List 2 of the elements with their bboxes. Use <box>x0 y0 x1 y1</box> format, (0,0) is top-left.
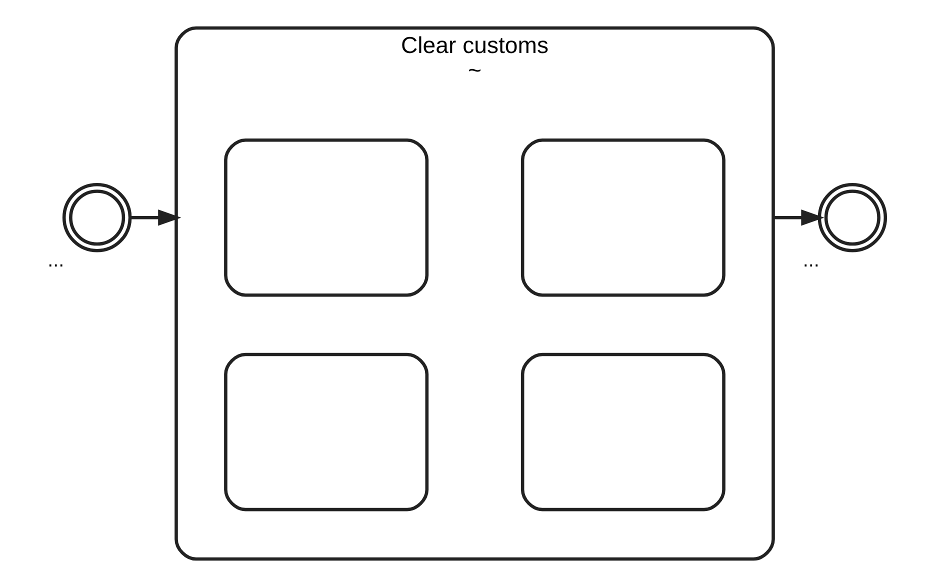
node-label: ... <box>47 249 64 272</box>
node-label: ... <box>802 249 819 272</box>
